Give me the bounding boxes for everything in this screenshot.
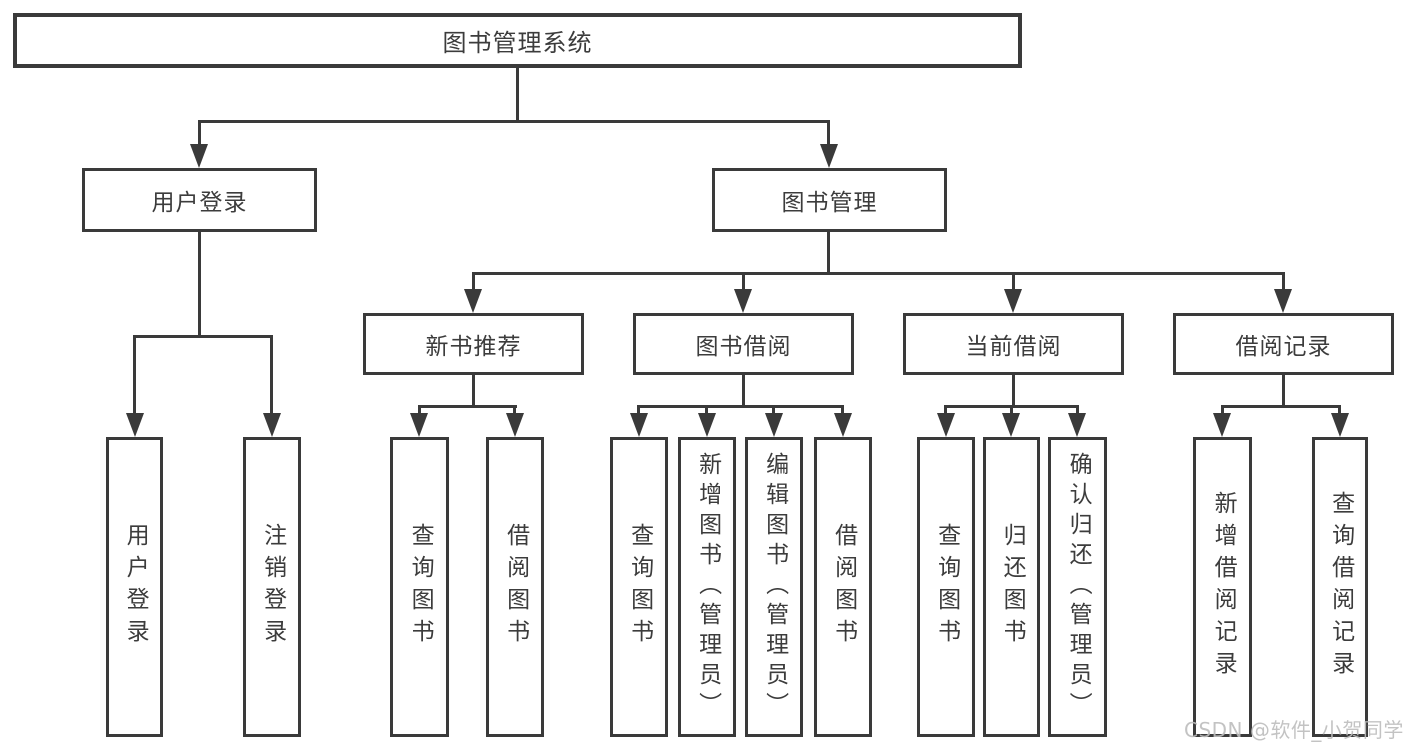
connector-user-login-stem [198,232,201,337]
arrow-down-icon [1213,413,1231,437]
arrow-down-icon [734,289,752,313]
connector-leaf-stub [1010,405,1013,415]
leaf-query-borrow-record: 查询借阅记录 [1312,437,1368,737]
leaf-logout: 注销登录 [243,437,301,737]
arrow-down-icon [1331,413,1349,437]
node-user-login-label: 用户登录 [151,190,248,216]
leaf-newbook-query-books-label: 查询图书 [407,523,434,651]
node-book-borrowing-label: 图书借阅 [695,334,792,360]
arrow-down-icon [190,144,208,168]
leaf-newbook-borrow-books: 借阅图书 [486,437,544,737]
leaf-newbook-borrow-books-label: 借阅图书 [502,523,529,651]
leaf-borrowing-borrow-books: 借阅图书 [814,437,872,737]
leaf-add-book-admin-label: 新增图书（管理员） [694,452,721,722]
arrow-down-icon [263,413,281,437]
node-book-management-label: 图书管理 [781,190,878,216]
node-borrowing-records-label: 借阅记录 [1235,334,1332,360]
arrow-down-icon [1002,413,1020,437]
arrow-down-icon [1274,289,1292,313]
connector-book-borrowing-rail [637,405,844,408]
connector-leaf-stub [418,405,421,415]
node-book-management: 图书管理 [712,168,947,232]
connector-level3-rail [472,272,1285,275]
connector-to-current-borrowing [1012,272,1015,292]
leaf-confirm-return-admin-label: 确认归还（管理员） [1065,452,1092,722]
connector-leaf-stub [1338,405,1341,415]
connector-leaf-stub [944,405,947,415]
connector-to-book-management [827,120,830,146]
connector-book-management-stem [827,232,830,275]
leaf-add-borrow-record: 新增借阅记录 [1193,437,1252,737]
leaf-logout-label: 注销登录 [259,523,286,651]
connector-level2-rail [198,120,830,123]
connector-book-borrowing-stem [742,375,745,407]
arrow-down-icon [410,413,428,437]
connector-leaf-stub [1076,405,1079,415]
arrow-down-icon [698,413,716,437]
node-current-borrowing: 当前借阅 [903,313,1124,375]
leaf-edit-book-admin: 编辑图书（管理员） [745,437,803,737]
node-new-book-recommendation: 新书推荐 [363,313,584,375]
node-library-management-system-label: 图书管理系统 [442,29,593,57]
connector-new-book-rail [418,405,517,408]
node-book-borrowing: 图书借阅 [633,313,854,375]
connector-to-login-leaf [133,335,136,415]
arrow-down-icon [937,413,955,437]
node-borrowing-records: 借阅记录 [1173,313,1394,375]
leaf-query-borrow-record-label: 查询借阅记录 [1327,491,1354,683]
connector-user-login-rail [133,335,273,338]
leaf-return-books-label: 归还图书 [999,523,1026,651]
connector-new-book-stem [472,375,475,407]
leaf-add-borrow-record-label: 新增借阅记录 [1210,491,1237,683]
leaf-add-book-admin: 新增图书（管理员） [678,437,736,737]
connector-to-user-login [198,120,201,146]
leaf-current-query-books-label: 查询图书 [933,523,960,651]
arrow-down-icon [1004,289,1022,313]
connector-leaf-stub [513,405,516,415]
connector-to-book-borrowing [742,272,745,292]
connector-leaf-stub [772,405,775,415]
leaf-confirm-return-admin: 确认归还（管理员） [1048,437,1107,737]
connector-borrowing-records-stem [1282,375,1285,407]
node-user-login: 用户登录 [82,168,317,232]
connector-borrowing-records-rail [1221,405,1341,408]
arrow-down-icon [506,413,524,437]
leaf-borrowing-query-books-label: 查询图书 [626,523,653,651]
arrow-down-icon [820,144,838,168]
arrow-down-icon [126,413,144,437]
leaf-current-query-books: 查询图书 [917,437,975,737]
connector-root-stem [516,68,519,122]
watermark: CSDN @软件_小贺同学 [1184,718,1404,742]
connector-leaf-stub [705,405,708,415]
arrow-down-icon [834,413,852,437]
connector-to-borrowing-records [1282,272,1285,292]
connector-leaf-stub [1221,405,1224,415]
leaf-user-login: 用户登录 [106,437,163,737]
connector-leaf-stub [637,405,640,415]
leaf-return-books: 归还图书 [983,437,1040,737]
connector-to-logout-leaf [270,335,273,415]
leaf-borrowing-query-books: 查询图书 [610,437,668,737]
node-new-book-recommendation-label: 新书推荐 [425,334,522,360]
leaf-edit-book-admin-label: 编辑图书（管理员） [761,452,788,722]
leaf-borrowing-borrow-books-label: 借阅图书 [830,523,857,651]
leaf-user-login-label: 用户登录 [122,523,149,651]
node-current-borrowing-label: 当前借阅 [965,334,1062,360]
connector-current-borrowing-stem [1012,375,1015,407]
node-library-management-system: 图书管理系统 [13,13,1022,68]
arrow-down-icon [464,289,482,313]
leaf-newbook-query-books: 查询图书 [390,437,449,737]
connector-leaf-stub [841,405,844,415]
arrow-down-icon [765,413,783,437]
arrow-down-icon [630,413,648,437]
connector-to-new-book [472,272,475,292]
arrow-down-icon [1068,413,1086,437]
